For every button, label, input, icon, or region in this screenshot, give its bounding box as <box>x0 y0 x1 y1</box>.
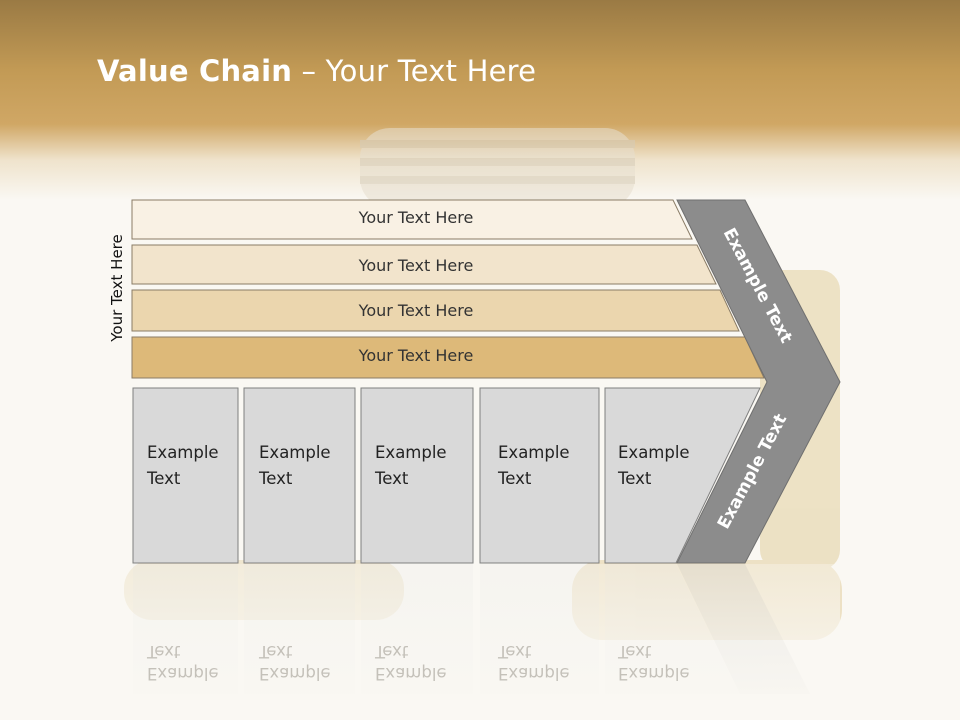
title-rest: – Your Text Here <box>292 54 537 88</box>
card-label-reflection-3: Example Text <box>375 642 447 683</box>
bar-3[interactable] <box>131 289 740 332</box>
card-label-5: Example Text <box>618 443 690 488</box>
card-label-2: Example Text <box>259 443 331 488</box>
bar-label-1: Your Text Here <box>358 208 474 227</box>
card-label-reflection-1: Example Text <box>147 642 219 683</box>
bar-label-3: Your Text Here <box>358 301 474 320</box>
card-4[interactable] <box>479 387 600 564</box>
card-label-reflection-2: Example Text <box>259 642 331 683</box>
slide-title: Value Chain – Your Text Here <box>97 54 536 88</box>
card-label-3: Example Text <box>375 443 447 488</box>
bar-4[interactable] <box>131 336 765 379</box>
card-1[interactable] <box>132 387 239 564</box>
card-label-reflection-4: Example Text <box>498 642 570 683</box>
card-2[interactable] <box>243 387 356 564</box>
card-3[interactable] <box>360 387 474 564</box>
card-label-reflection-5: Example Text <box>618 642 690 683</box>
card-5[interactable] <box>604 387 761 564</box>
card-label-1: Example Text <box>147 443 219 488</box>
chevron-arrow[interactable] <box>676 199 841 564</box>
card-label-4: Example Text <box>498 443 570 488</box>
bar-label-2: Your Text Here <box>358 256 474 275</box>
bar-2[interactable] <box>131 244 717 285</box>
bar-label-4: Your Text Here <box>358 346 474 365</box>
title-bold: Value Chain <box>97 54 293 88</box>
bar-1[interactable] <box>131 199 693 240</box>
